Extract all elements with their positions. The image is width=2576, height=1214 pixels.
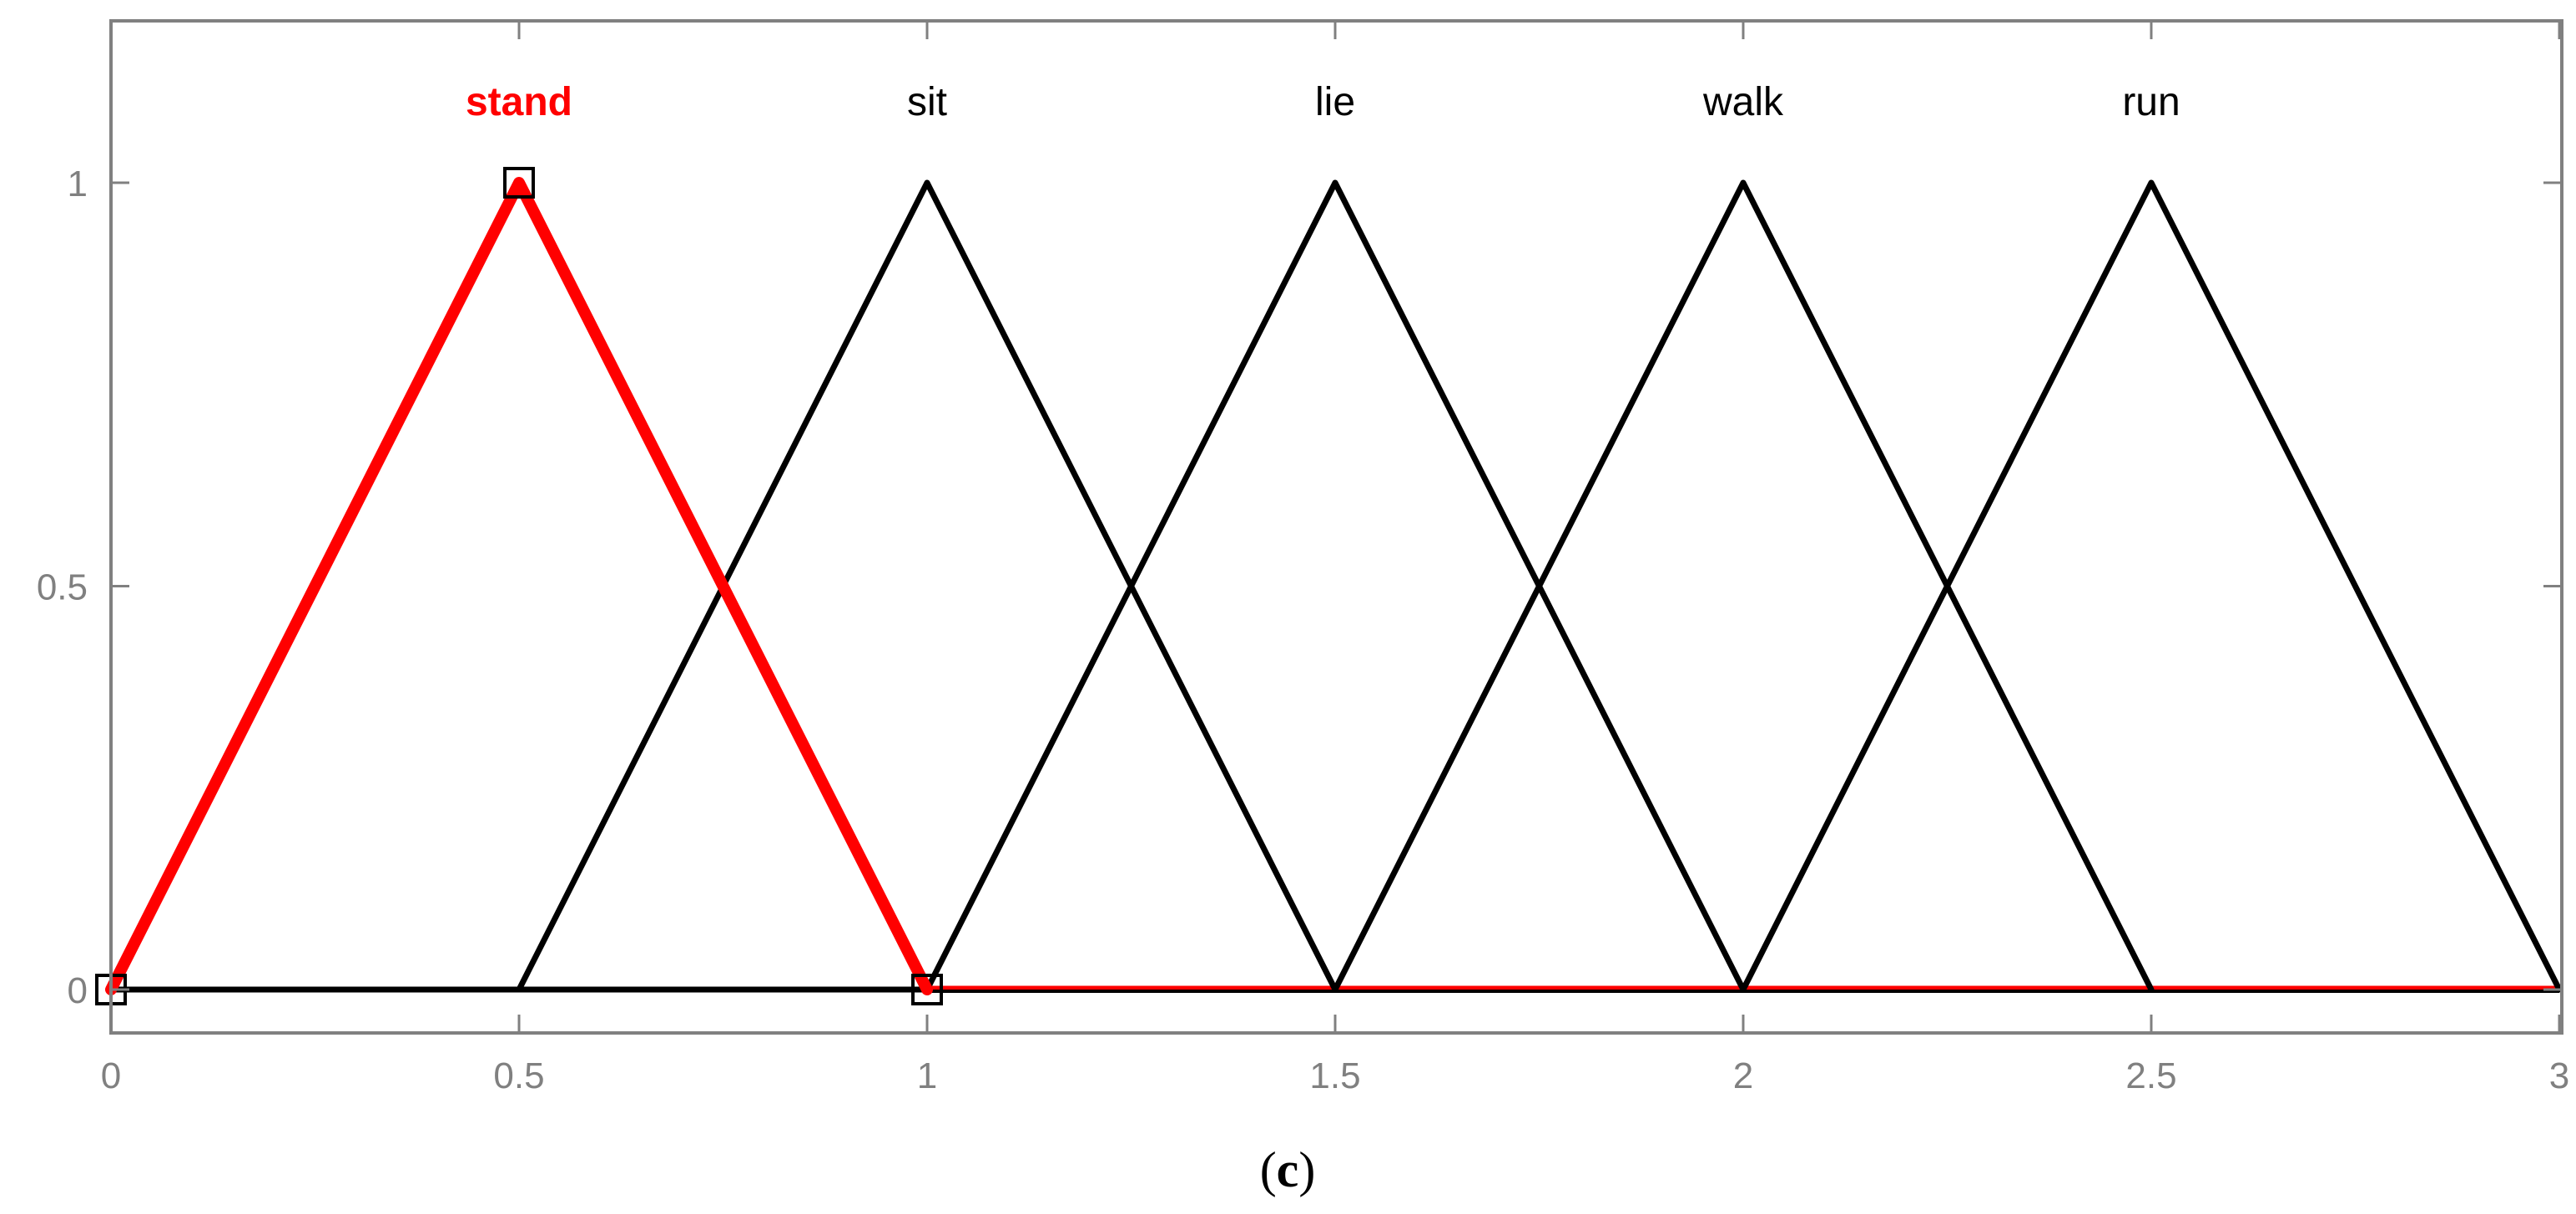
series-label-run[interactable]: run	[2122, 80, 2180, 124]
series-label-sit[interactable]: sit	[907, 80, 947, 124]
series-line-sit	[516, 179, 1338, 993]
series-line-stand	[105, 177, 933, 995]
y-tick-label: 1	[68, 164, 88, 204]
y-tick-label: 0.5	[37, 567, 88, 608]
x-tick-label: 2.5	[2125, 1055, 2176, 1096]
caption-close: )	[1298, 1142, 1315, 1197]
plot-frame	[109, 19, 2563, 1035]
figure-caption: (c)	[1260, 1142, 1316, 1197]
series-label-layer: stand sit lie walk run	[466, 80, 2180, 124]
marker-layer	[95, 167, 943, 1005]
series-label-lie[interactable]: lie	[1315, 80, 1355, 124]
series-layer	[105, 177, 2563, 995]
series-line-walk	[1332, 179, 2155, 993]
x-tick-label: 1	[917, 1055, 937, 1096]
x-tick-label: 1.5	[1309, 1055, 1360, 1096]
x-tick-label: 0.5	[493, 1055, 544, 1096]
series-label-walk[interactable]: walk	[1702, 80, 1784, 124]
x-tick-label: 0	[101, 1055, 121, 1096]
caption-letter: c	[1277, 1142, 1299, 1197]
series-label-stand[interactable]: stand	[466, 80, 572, 124]
caption-open: (	[1260, 1142, 1277, 1197]
vertex-marker-2[interactable]	[911, 974, 943, 1005]
vertex-marker-1[interactable]	[503, 167, 535, 199]
series-line-lie	[924, 179, 1747, 993]
tick-layer: 0 0.5 1 1.5 2 2.5 3 0 0.5 1	[37, 21, 2569, 1096]
y-tick-label: 0	[68, 970, 88, 1011]
x-tick-label: 2	[1733, 1055, 1753, 1096]
series-line-run	[1740, 179, 2563, 993]
x-tick-label: 3	[2549, 1055, 2569, 1096]
